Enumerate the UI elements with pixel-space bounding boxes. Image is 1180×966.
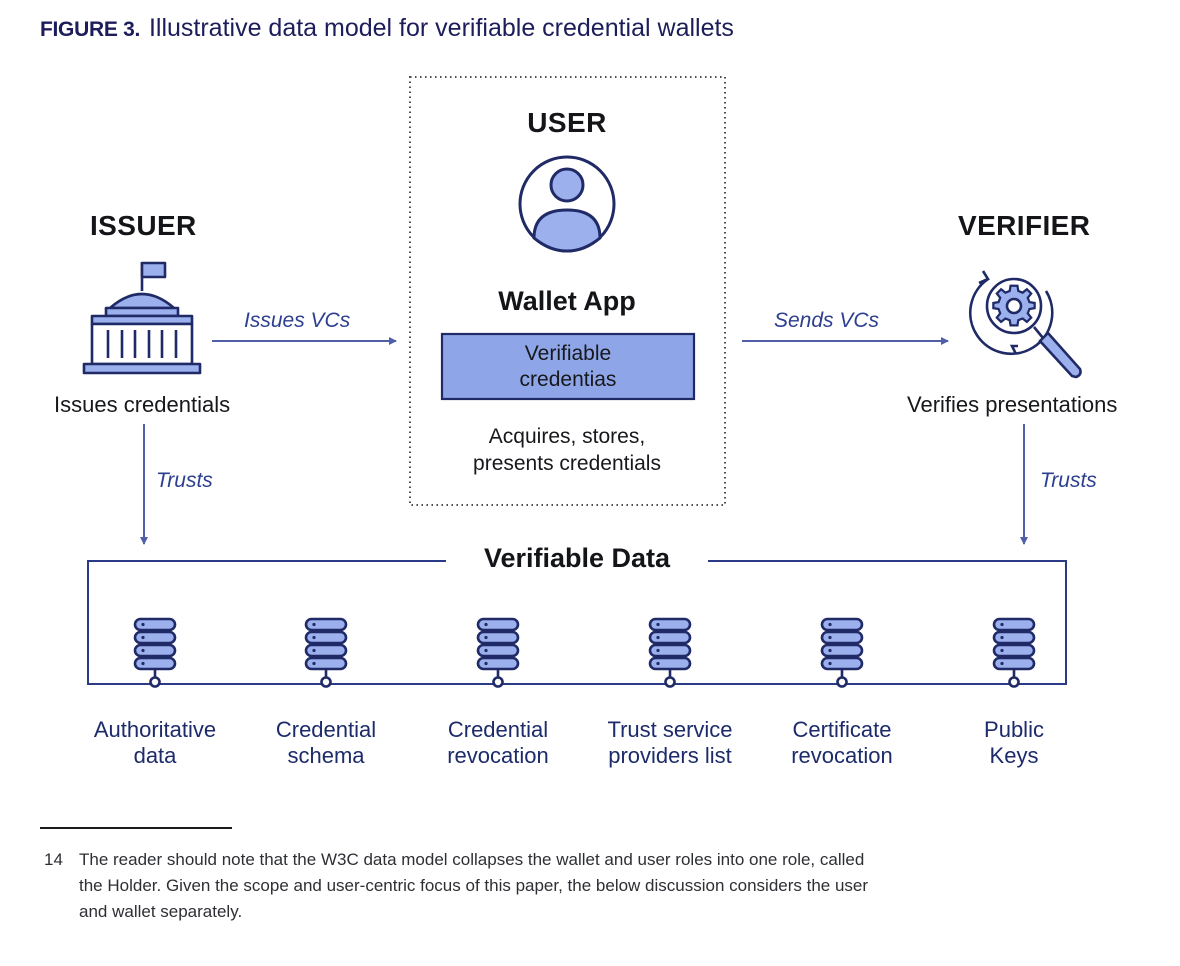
data-item-label: Public Keys: [924, 717, 1104, 769]
verifiable-data-title: Verifiable Data: [483, 543, 671, 573]
figure-number: FIGURE 3.: [40, 18, 140, 41]
data-item-line: Authoritative: [93, 717, 217, 742]
data-item-line: Trust service: [607, 717, 733, 742]
verifiable-data-frame: [87, 560, 1067, 685]
figure-title-text: Illustrative data model for verifiable c…: [148, 14, 734, 42]
wallet-description: Acquires, stores, presents credentials: [417, 423, 717, 477]
gear-magnifier-icon: [969, 270, 1082, 379]
data-item-line: Credential: [447, 717, 549, 742]
wallet-app-title: Wallet App: [498, 286, 636, 316]
user-frame: [409, 76, 726, 506]
data-item-line: Public: [984, 717, 1044, 742]
credentials-box-line: credentias: [519, 368, 617, 391]
credentials-box-label: Verifiable credentias: [442, 341, 694, 393]
database-icon: [820, 617, 864, 688]
issuer-heading: ISSUER: [90, 210, 197, 241]
wallet-description-line: presents credentials: [473, 452, 661, 475]
footnote-line: The reader should note that the W3C data…: [79, 850, 865, 869]
sends-vcs-label: Sends VCs: [774, 309, 880, 332]
credentials-box-line: Verifiable: [524, 342, 612, 365]
figure-title: FIGURE 3. Illustrative data model for ve…: [40, 14, 734, 43]
footnote-number: 14: [44, 850, 63, 869]
data-item-label: Authoritative data: [65, 717, 245, 769]
data-item-line: schema: [287, 743, 365, 768]
data-item-line: Certificate: [792, 717, 892, 742]
data-item-line: revocation: [791, 743, 893, 768]
government-building-icon: [82, 261, 202, 375]
data-item-label: Certificate revocation: [752, 717, 932, 769]
trusts-right-label: Trusts: [1040, 469, 1097, 492]
data-item-label: Trust service providers list: [580, 717, 760, 769]
database-icon: [304, 617, 348, 688]
database-icon: [648, 617, 692, 688]
issuer-caption: Issues credentials: [54, 392, 231, 417]
data-item-line: revocation: [447, 743, 549, 768]
data-item-label: Credential schema: [236, 717, 416, 769]
data-item-label: Credential revocation: [408, 717, 588, 769]
database-icon: [133, 617, 177, 688]
wallet-description-line: Acquires, stores,: [488, 425, 646, 448]
database-icon: [992, 617, 1036, 688]
user-avatar-icon: [518, 155, 616, 253]
user-heading: USER: [527, 107, 607, 138]
issues-vcs-label: Issues VCs: [244, 309, 351, 332]
trusts-left-label: Trusts: [156, 469, 213, 492]
credentials-box: [440, 332, 696, 401]
database-icon: [476, 617, 520, 688]
data-item-line: Keys: [989, 743, 1039, 768]
verifier-caption: Verifies presentations: [907, 392, 1118, 417]
footnote-line: the Holder. Given the scope and user-cen…: [79, 876, 869, 895]
data-item-line: data: [133, 743, 177, 768]
footnote-line: and wallet separately.: [79, 902, 243, 921]
data-item-line: Credential: [275, 717, 377, 742]
footnote-text: The reader should note that the W3C data…: [79, 847, 1139, 925]
data-item-line: providers list: [608, 743, 732, 768]
verifier-heading: VERIFIER: [958, 210, 1091, 241]
